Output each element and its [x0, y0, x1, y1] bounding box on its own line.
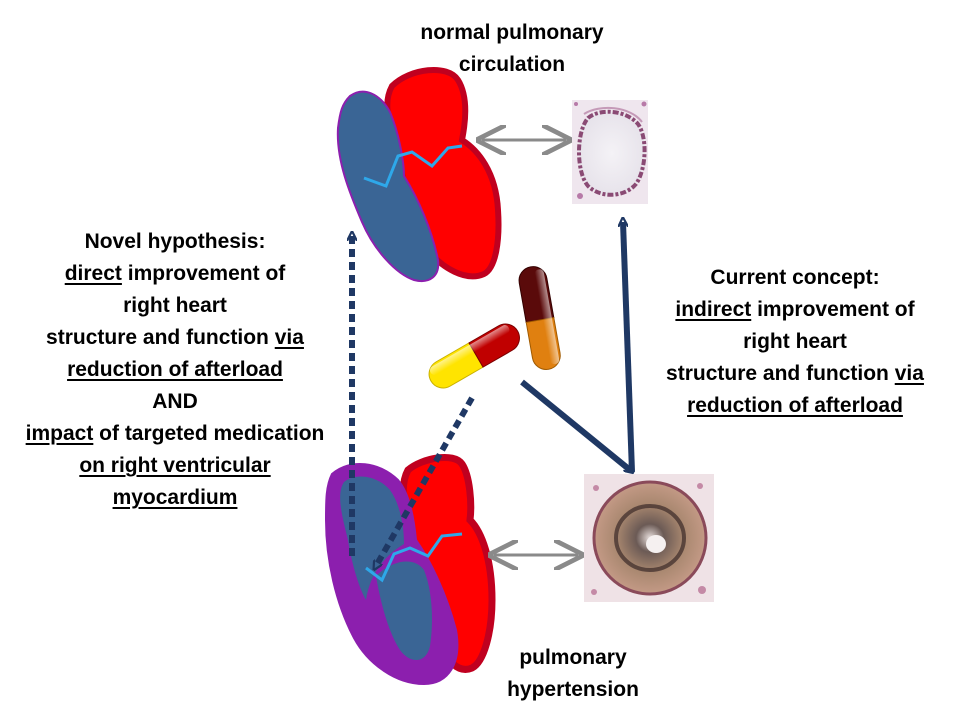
novel-line-9: myocardium	[0, 482, 350, 514]
current-concept-text: Current concept: indirect improvement of…	[640, 262, 950, 422]
normal-rv	[336, 90, 440, 282]
normal-valve-line	[363, 144, 463, 188]
capsule-brown-orange-icon	[518, 266, 561, 370]
pill-to-artery-arrow	[520, 379, 630, 470]
novel-line-8: on right ventricular	[0, 450, 350, 482]
current-line-4: structure and function via	[640, 358, 950, 390]
novel-line-5: reduction of afterload	[0, 354, 350, 386]
current-line-3: right heart	[743, 330, 847, 353]
artery-to-normal-arrow	[623, 222, 635, 473]
normal-label-line-1: normal pulmonary	[420, 21, 604, 44]
ph-rv-cavity	[340, 476, 404, 600]
pulmonary-hypertension-label: pulmonary hypertension	[478, 642, 668, 706]
current-line-2-rest: improvement of	[751, 298, 915, 321]
current-via: via	[894, 362, 924, 385]
current-line-2: indirect improvement of	[640, 294, 950, 326]
ph-valve-line	[365, 532, 463, 583]
normal-heart-icon	[336, 67, 502, 282]
normal-circulation-label: normal pulmonary circulation	[380, 17, 644, 81]
current-line-5: reduction of afterload	[640, 390, 950, 422]
novel-line-4: structure and function via	[0, 322, 350, 354]
novel-impact: impact	[25, 422, 94, 445]
pill-to-rv-dashed-arrow	[376, 396, 475, 566]
current-heading: Current concept:	[710, 266, 880, 289]
ph-label-line-2: hypertension	[507, 678, 639, 701]
capsule-red-yellow-icon	[428, 323, 520, 389]
hypertrophic-heart-icon	[324, 454, 496, 686]
ph-label-line-1: pulmonary	[519, 646, 627, 669]
novel-line-2-rest: improvement of	[121, 262, 286, 285]
normal-label-line-2: circulation	[458, 53, 566, 76]
novel-rv: on right ventricular	[79, 454, 271, 477]
novel-via: via	[274, 326, 304, 349]
novel-hypothesis-text: Novel hypothesis: direct improvement of …	[0, 226, 350, 514]
current-indirect: indirect	[675, 298, 752, 321]
novel-line-3: right heart	[123, 294, 227, 317]
current-line-4-pre: structure and function	[666, 362, 895, 385]
novel-line-2: direct improvement of	[0, 258, 350, 290]
novel-line-4-pre: structure and function	[46, 326, 275, 349]
novel-line-7: impact of targeted medication	[0, 418, 350, 450]
remodeled-artery-histology-icon	[584, 474, 714, 602]
normal-artery-histology-icon	[572, 100, 648, 204]
novel-direct: direct	[64, 262, 122, 285]
novel-and: AND	[152, 390, 198, 413]
novel-myocardium: myocardium	[112, 486, 238, 509]
current-reduction: reduction of afterload	[687, 394, 903, 417]
ph-lv-cavity-inner	[376, 561, 432, 661]
novel-heading: Novel hypothesis:	[84, 230, 266, 253]
novel-reduction: reduction of afterload	[67, 358, 283, 381]
novel-line-7-rest: of targeted medication	[93, 422, 325, 445]
